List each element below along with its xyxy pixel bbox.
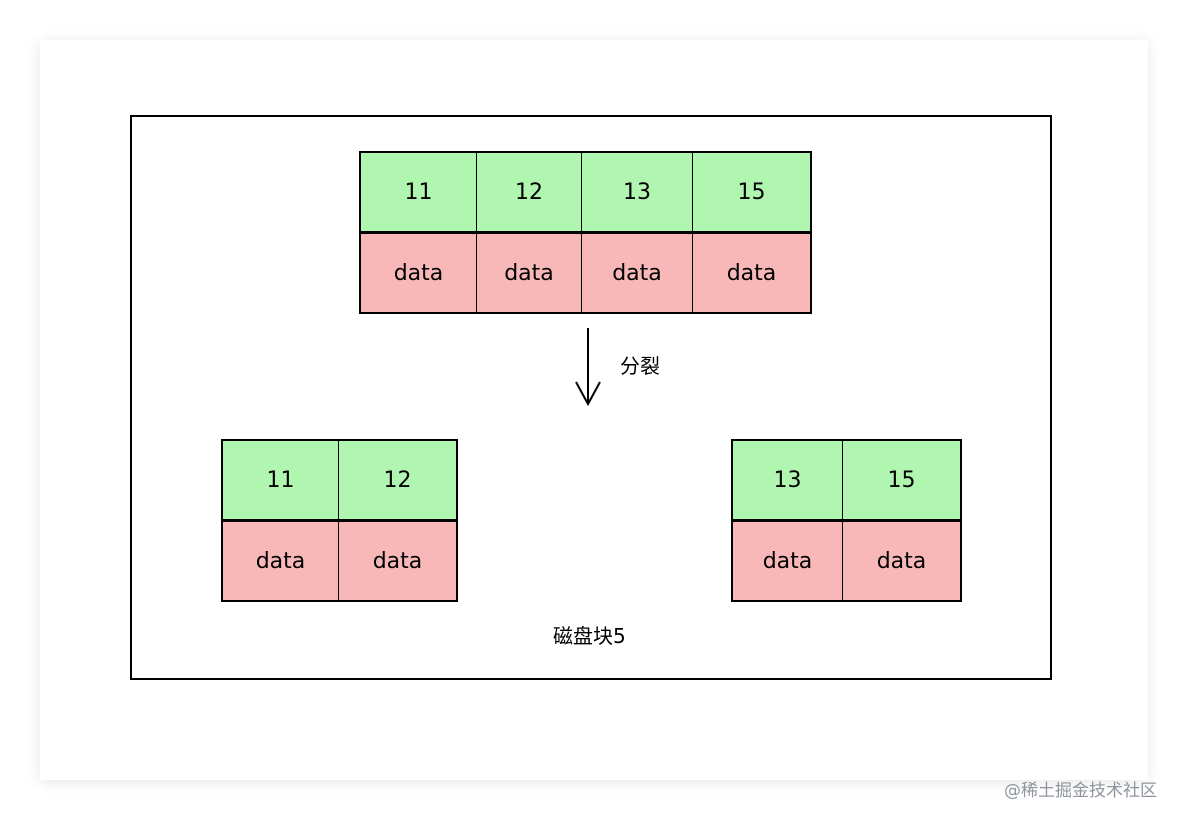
key-label: 12 — [515, 179, 543, 205]
value-label: data — [372, 548, 423, 574]
value-label: data — [504, 260, 554, 286]
key-cell: 13 — [581, 151, 693, 234]
key-label: 15 — [887, 467, 916, 493]
key-cell: 15 — [692, 151, 812, 234]
value-label: data — [255, 548, 306, 574]
value-cell: data — [842, 522, 962, 602]
key-cell: 15 — [842, 439, 962, 522]
value-cell: data — [359, 234, 477, 314]
top-node: 11 12 13 15 data data data data — [359, 151, 812, 314]
key-label: 11 — [404, 179, 433, 205]
key-cell: 13 — [731, 439, 843, 522]
value-label: data — [393, 260, 444, 286]
key-cell: 11 — [359, 151, 477, 234]
value-cell: data — [221, 522, 339, 602]
key-cell: 12 — [476, 151, 582, 234]
disk-block-caption: 磁盘块5 — [553, 624, 626, 648]
key-cell: 12 — [338, 439, 458, 522]
value-label: data — [876, 548, 927, 574]
value-cell: data — [338, 522, 458, 602]
key-label: 12 — [383, 467, 412, 493]
right-node: 13 15 data data — [731, 439, 962, 602]
split-label: 分裂 — [620, 354, 660, 378]
watermark: @稀土掘金技术社区 — [1004, 781, 1157, 801]
value-label: data — [762, 548, 813, 574]
split-arrow-icon — [575, 328, 601, 407]
value-label: data — [726, 260, 777, 286]
value-cell: data — [581, 234, 693, 314]
left-node: 11 12 data data — [221, 439, 458, 602]
key-label: 15 — [737, 179, 766, 205]
value-label: data — [612, 260, 662, 286]
key-label: 13 — [623, 179, 651, 205]
key-label: 13 — [773, 467, 802, 493]
key-cell: 11 — [221, 439, 339, 522]
value-cell: data — [731, 522, 843, 602]
value-cell: data — [476, 234, 582, 314]
key-label: 11 — [266, 467, 295, 493]
value-cell: data — [692, 234, 812, 314]
